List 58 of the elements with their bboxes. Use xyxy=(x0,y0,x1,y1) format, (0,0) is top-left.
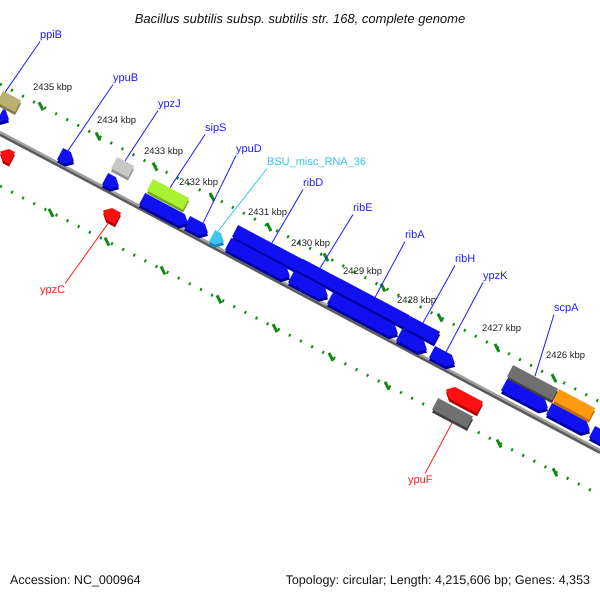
gene-feature xyxy=(102,172,119,192)
gene-label: ypzK xyxy=(483,270,508,282)
scale-label: 2434 kbp xyxy=(97,114,136,126)
gene-label: ypuD xyxy=(236,142,262,156)
gene-bar xyxy=(552,388,596,422)
gene-label: ribA xyxy=(405,228,425,242)
title: Bacillus subtilis subsp. subtilis str. 168, complete genome xyxy=(134,12,466,24)
scale-label: 2429 kbp xyxy=(343,264,382,278)
leader-line xyxy=(64,223,108,284)
gene-feature xyxy=(326,292,398,340)
gene-feature xyxy=(500,379,548,414)
accession-text: Accession: NC_000964 xyxy=(10,574,141,586)
gene-label: ypzC xyxy=(40,284,66,296)
gene-bar xyxy=(110,156,134,180)
gene-label: ypuF xyxy=(408,474,432,486)
gene-label: ribE xyxy=(353,202,373,214)
leader-line xyxy=(374,241,406,298)
gene-feature xyxy=(0,148,16,166)
scale-label: 2431 kbp xyxy=(248,206,288,218)
gene-feature xyxy=(138,192,188,228)
gene-feature xyxy=(224,238,290,282)
scale-label: 2435 kbp xyxy=(33,80,72,94)
leader-line xyxy=(218,168,268,232)
gene-label: BSU_misc_RNA_36 xyxy=(267,156,366,168)
leader-line xyxy=(68,84,114,152)
gene-feature xyxy=(0,109,9,126)
gene-label: sipS xyxy=(205,122,226,134)
leader-line xyxy=(424,422,452,474)
gene-feature xyxy=(428,346,455,370)
scale-label: 2428 kbp xyxy=(397,294,436,306)
gene-feature xyxy=(288,271,328,302)
gene-label: ribD xyxy=(303,176,324,190)
leader-line xyxy=(124,110,158,162)
gene-feature xyxy=(208,230,224,248)
gene-feature xyxy=(446,386,484,416)
leader-line xyxy=(320,214,354,269)
leader-line xyxy=(4,41,40,93)
gene-label: ribH xyxy=(455,252,476,266)
gene-label: ypzJ xyxy=(158,98,181,110)
scale-label: 2433 kbp xyxy=(144,144,184,158)
gene-label: ypuB xyxy=(113,72,138,84)
gene-label: scpA xyxy=(554,302,578,314)
gene-feature xyxy=(103,208,122,228)
scale-label: 2426 kbp xyxy=(546,348,586,362)
leader-line xyxy=(422,265,456,324)
leader-line xyxy=(446,282,484,352)
genome-info-text: Topology: circular; Length: 4,215,606 bp; Genes: 4,353 xyxy=(286,574,590,586)
leader-line xyxy=(272,189,304,244)
gene-feature xyxy=(396,328,427,355)
leader-line xyxy=(202,155,236,224)
scale-label: 2427 kbp xyxy=(482,322,522,334)
scale-label: 2432 kbp xyxy=(179,176,218,188)
gene-bar xyxy=(0,91,22,116)
gene-feature xyxy=(56,148,74,167)
scale-label: 2430 kbp xyxy=(291,236,330,250)
leader-line xyxy=(170,134,206,188)
leader-line xyxy=(534,314,554,377)
gene-label: ppiB xyxy=(40,28,62,42)
